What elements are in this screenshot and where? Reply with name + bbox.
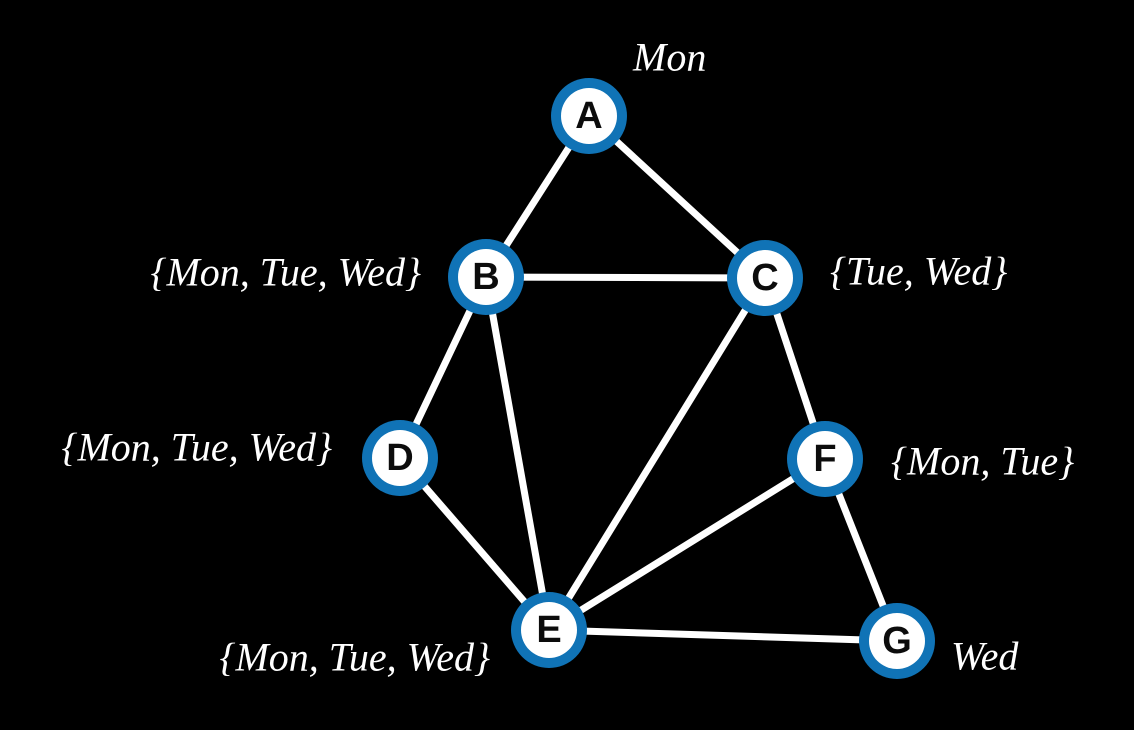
- node-letter-F: F: [813, 438, 836, 480]
- node-face-B: [458, 249, 514, 305]
- edge-A-C: [585, 112, 769, 282]
- graph-node-A: A: [551, 78, 627, 154]
- domain-label-F: {Mon, Tue}: [891, 439, 1074, 484]
- graph-node-E: E: [511, 592, 587, 668]
- node-letter-A: A: [575, 95, 602, 137]
- edge-E-G: [545, 626, 901, 645]
- node-letter-G: G: [882, 620, 912, 662]
- label-group: Mon {Mon, Tue, Wed} {Tue, Wed} {Mon, Tue, W…: [61, 35, 1074, 680]
- node-letter-D: D: [386, 437, 413, 479]
- node-letter-B: B: [472, 256, 499, 298]
- domain-label-B: {Mon, Tue, Wed}: [150, 250, 421, 295]
- node-face-E: [521, 602, 577, 658]
- edge-C-E: [545, 274, 769, 634]
- graph-node-D: D: [362, 420, 438, 496]
- node-face-G: [869, 613, 925, 669]
- node-face-F: [797, 431, 853, 487]
- domain-label-G: Wed: [951, 634, 1019, 679]
- node-group: A B C D E F G: [362, 78, 935, 679]
- graph-node-B: B: [448, 239, 524, 315]
- graph-node-G: G: [859, 603, 935, 679]
- node-face-A: [561, 88, 617, 144]
- domain-label-C: {Tue, Wed}: [830, 249, 1007, 294]
- node-face-C: [737, 250, 793, 306]
- domain-label-D: {Mon, Tue, Wed}: [61, 425, 332, 470]
- domain-label-A: Mon: [632, 35, 706, 80]
- node-face-D: [372, 430, 428, 486]
- domain-label-E: {Mon, Tue, Wed}: [219, 635, 490, 680]
- edge-B-C: [482, 273, 769, 282]
- edge-B-E: [482, 273, 553, 634]
- graph-node-C: C: [727, 240, 803, 316]
- edge-E-F: [545, 455, 829, 634]
- graph-node-F: F: [787, 421, 863, 497]
- node-letter-E: E: [536, 609, 561, 651]
- edge-group: [396, 112, 901, 645]
- node-letter-C: C: [751, 257, 778, 299]
